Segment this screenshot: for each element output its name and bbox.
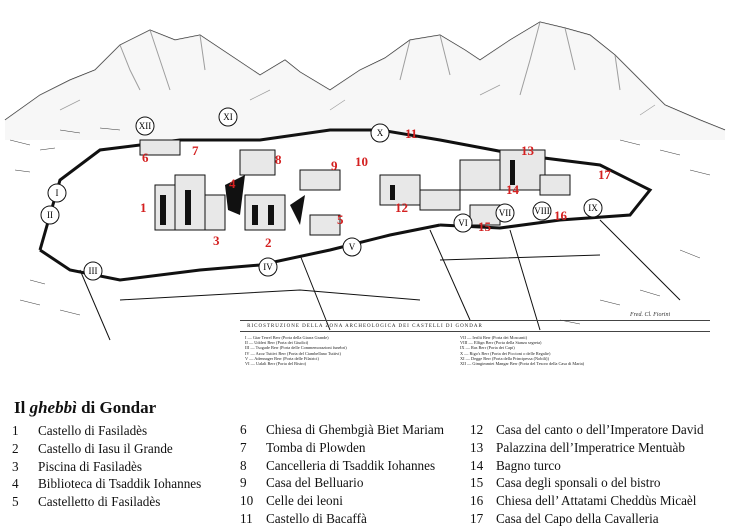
gate-legend-item: IX — Ras Berr (Porta dei Capi) bbox=[460, 345, 515, 351]
gate-legend-item: VI — Ualali Berr (Porta del Bistro) bbox=[245, 360, 307, 366]
gate-marker-V: V bbox=[342, 237, 362, 257]
marker-17: 17 bbox=[598, 167, 612, 182]
gate-marker-X: X bbox=[370, 123, 390, 143]
castle-walls bbox=[38, 128, 653, 282]
mountain-shading bbox=[5, 22, 725, 140]
marker-6: 6 bbox=[142, 150, 149, 165]
marker-11: 11 bbox=[405, 126, 417, 141]
marker-4: 4 bbox=[229, 176, 236, 191]
gate-marker-III: III bbox=[83, 261, 103, 281]
marker-16: 16 bbox=[554, 208, 568, 223]
map-caption: RICOSTRUZIONE DELLA ZONA ARCHEOLOGICA DE… bbox=[247, 324, 483, 329]
gate-legend-right: VII — Ierilti Berr (Porta dei Moscanti) … bbox=[460, 335, 584, 366]
svg-text:III: III bbox=[89, 266, 98, 276]
paths bbox=[79, 219, 681, 341]
marker-7: 7 bbox=[192, 143, 199, 158]
gate-markers: I II III IV V VI VII VIII IX X XI XII bbox=[40, 107, 603, 281]
caption-rule-bottom bbox=[240, 331, 710, 332]
marker-8: 8 bbox=[275, 152, 282, 167]
gate-legend-item: XI — Degge Berr (Porta della Principessa… bbox=[460, 355, 549, 361]
buildings bbox=[139, 139, 571, 236]
marker-15: 15 bbox=[478, 219, 492, 234]
building-number-markers: 1 2 3 4 5 6 7 8 9 10 11 12 13 14 15 16 1… bbox=[140, 126, 612, 250]
gate-legend-item: I — Giar Terrel Berr (Porta della Giarra… bbox=[245, 335, 329, 340]
marker-13: 13 bbox=[521, 143, 535, 158]
marker-1: 1 bbox=[140, 200, 147, 215]
gate-legend-item: V — Adennager Berr (Porta delle Filatric… bbox=[245, 355, 319, 361]
marker-9: 9 bbox=[331, 158, 338, 173]
gate-legend-item: IV — Azoz Tuttivi Berr (Porta del Ciambe… bbox=[245, 350, 341, 356]
legend-title: Il ghebbì di Gondar bbox=[14, 398, 157, 417]
gate-marker-I: I bbox=[47, 183, 67, 203]
marker-12: 12 bbox=[395, 200, 408, 215]
svg-text:VII: VII bbox=[499, 208, 512, 218]
svg-text:XII: XII bbox=[139, 121, 152, 131]
gate-legend-item: III — Tsogade Berr (Porta delle Commemor… bbox=[245, 345, 347, 351]
marker-5: 5 bbox=[337, 212, 344, 227]
svg-text:X: X bbox=[377, 128, 384, 138]
svg-text:V: V bbox=[349, 242, 356, 252]
svg-text:XI: XI bbox=[223, 112, 233, 122]
gate-marker-IV: IV bbox=[258, 257, 278, 277]
gate-marker-XII: XII bbox=[135, 116, 155, 136]
gate-legend-item: VIII — Elfign Berr (Porta della Stanza s… bbox=[460, 340, 542, 346]
gate-marker-VIII: VIII bbox=[532, 201, 552, 221]
gate-legend-item: XII — Gimgimmiet Mangar Berr (Porta del … bbox=[460, 360, 585, 366]
gate-legend-item: X — Rigo's Berr (Porta dei Piccioni o de… bbox=[460, 350, 551, 356]
artist-signature: Fred. Cl. Fiorini bbox=[630, 312, 671, 318]
marker-3: 3 bbox=[213, 233, 220, 248]
gate-marker-VI: VI bbox=[453, 213, 473, 233]
building-shadows bbox=[160, 160, 515, 225]
gate-marker-VII: VII bbox=[495, 203, 515, 223]
svg-text:VIII: VIII bbox=[534, 206, 550, 216]
terrain-hatching bbox=[9, 127, 711, 325]
gate-marker-IX: IX bbox=[583, 198, 603, 218]
marker-14: 14 bbox=[506, 182, 520, 197]
gate-legend-item: II — Udderi Berr (Porta dei Giudici) bbox=[245, 340, 309, 346]
caption-rule-top bbox=[240, 320, 710, 321]
marker-10: 10 bbox=[355, 154, 368, 169]
gate-marker-II: II bbox=[40, 205, 60, 225]
svg-text:I: I bbox=[56, 188, 59, 198]
svg-text:IV: IV bbox=[263, 262, 273, 272]
svg-text:IX: IX bbox=[588, 203, 598, 213]
gate-legend-item: VII — Ierilti Berr (Porta dei Moscanti) bbox=[460, 335, 528, 340]
svg-text:II: II bbox=[47, 210, 53, 220]
marker-2: 2 bbox=[265, 235, 272, 250]
gate-legend-left: I — Giar Terrel Berr (Porta della Giarra… bbox=[245, 335, 347, 366]
gate-marker-XI: XI bbox=[218, 107, 238, 127]
castle-map-illustration: I II III IV V VI VII VIII IX X XI XII 1 … bbox=[4, 21, 726, 341]
svg-text:VI: VI bbox=[458, 218, 468, 228]
